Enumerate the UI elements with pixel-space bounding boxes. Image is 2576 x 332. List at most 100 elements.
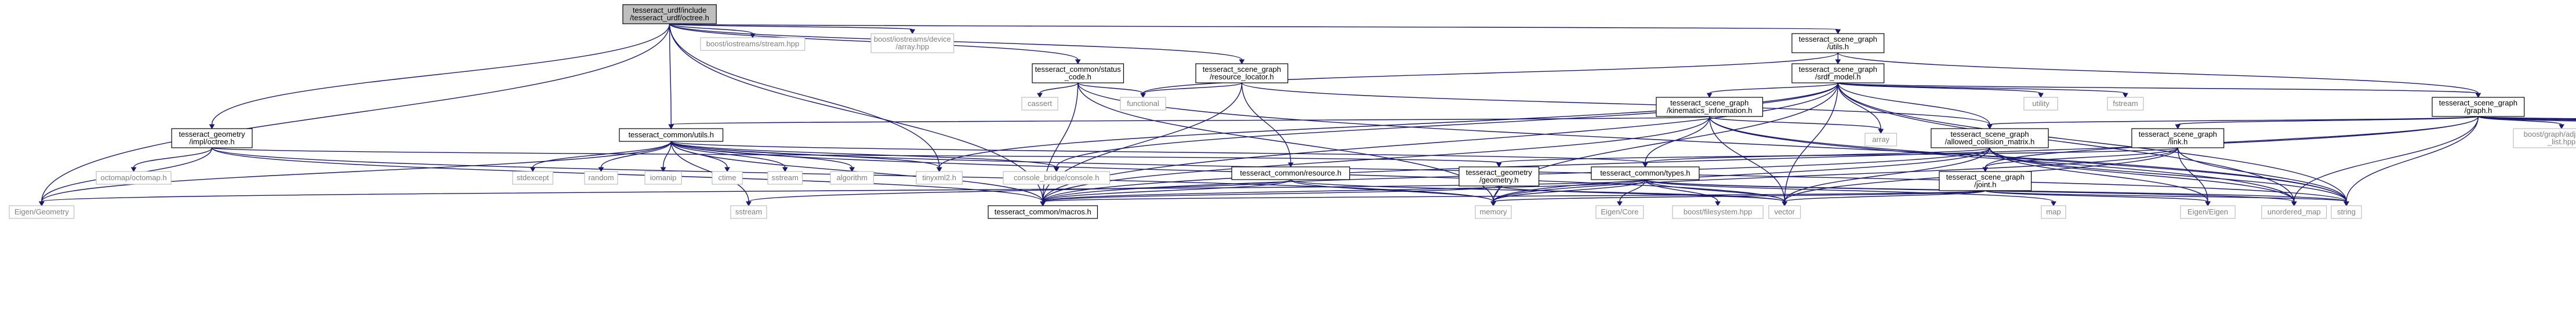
- edge-root-to-sg_utils: [669, 23, 1841, 35]
- edge-line: [1241, 82, 1291, 163]
- edge-resource_h-to-macros: [1040, 179, 1291, 207]
- node-label-line: random: [588, 173, 614, 182]
- edge-joint-to-eigen_eigen: [1984, 190, 2211, 207]
- edge-line: [1619, 179, 1646, 202]
- edge-line: [1837, 82, 2479, 94]
- node-label-line: vector: [1775, 207, 1795, 216]
- edge-line: [670, 116, 1710, 125]
- edge-graph-to-string: [2343, 116, 2479, 207]
- node-label-line: Eigen/Eigen: [2187, 207, 2228, 216]
- edge-arrowhead: [660, 167, 666, 173]
- node-label-line: tesseract_scene_graph: [1799, 35, 1877, 43]
- node-label-line: _list.hpp: [2547, 137, 2575, 146]
- edge-line: [2477, 116, 2562, 125]
- node-stdexcept: stdexcept: [512, 171, 554, 185]
- node-geom-octree[interactable]: tesseract_geometry/impl/octree.h: [171, 128, 253, 148]
- edge-common_types-to-eigen_geometry: [38, 179, 1646, 207]
- edge-line: [2346, 116, 2479, 202]
- node-box: [619, 128, 724, 142]
- edge-line: [1290, 179, 1785, 202]
- node-box: [2041, 205, 2066, 219]
- node-label-line: boost/filesystem.hpp: [1684, 207, 1753, 216]
- node-common-types[interactable]: tesseract_common/types.h: [1591, 166, 1700, 180]
- node-kinematics-info[interactable]: tesseract_scene_graph/kinematics_informa…: [1656, 97, 1764, 117]
- node-root[interactable]: tesseract_urdf/include/tesseract_urdf/oc…: [622, 4, 717, 24]
- node-joint[interactable]: tesseract_scene_graph/joint.h: [1939, 171, 2032, 191]
- node-label-line: octomap/octomap.h: [100, 173, 166, 182]
- node-macros[interactable]: tesseract_common/macros.h: [988, 205, 1098, 219]
- edge-line: [1056, 82, 1839, 168]
- node-label-line: cassert: [1028, 99, 1052, 108]
- edge-line: [670, 141, 786, 168]
- node-box: [1672, 205, 1764, 219]
- node-srdf-model[interactable]: tesseract_scene_graph/srdf_model.h: [1791, 63, 1885, 83]
- edge-resource_h-to-memory: [1290, 179, 1496, 207]
- edge-line: [2477, 116, 2576, 121]
- edge-arrowhead: [746, 201, 752, 207]
- edge-line: [1989, 147, 2208, 202]
- node-box: [1120, 97, 1166, 111]
- edge-graph-to-adjacency_list: [2477, 116, 2564, 130]
- node-console-bridge: console_bridge/console.h: [1003, 171, 1111, 185]
- node-boost-filesystem: boost/filesystem.hpp: [1672, 205, 1764, 219]
- edge-arrowhead: [1075, 59, 1081, 65]
- edge-line: [2177, 147, 2347, 202]
- node-graph[interactable]: tesseract_scene_graph/graph.h: [2432, 97, 2525, 117]
- node-label-line: tesseract_scene_graph: [1670, 98, 1748, 107]
- edge-srdf_model-to-acm: [1837, 82, 1993, 130]
- node-label-line: /link.h: [2168, 137, 2187, 146]
- node-link[interactable]: tesseract_scene_graph/link.h: [2131, 128, 2225, 148]
- node-label-line: tesseract_common/utils.h: [629, 130, 714, 139]
- node-box: [1931, 128, 2049, 148]
- edge-root-to-geom_octree: [209, 23, 670, 130]
- edge-line: [2294, 116, 2479, 202]
- node-eigen-eigen: Eigen/Eigen: [2180, 205, 2236, 219]
- edge-common_utils-to-iomanip: [660, 141, 672, 173]
- node-sstream-in: sstream: [767, 171, 803, 185]
- edge-arrowhead: [849, 167, 855, 173]
- node-acm[interactable]: tesseract_scene_graph/allowed_collision_…: [1931, 128, 2049, 148]
- node-box: [1021, 97, 1058, 111]
- edge-line: [1784, 147, 1990, 202]
- node-common-utils[interactable]: tesseract_common/utils.h: [619, 128, 724, 142]
- node-box: [171, 128, 253, 148]
- node-label-line: sstream: [772, 173, 799, 182]
- node-resource-locator[interactable]: tesseract_scene_graph/resource_locator.h: [1195, 63, 1289, 83]
- node-label-line: /geometry.h: [1479, 176, 1519, 184]
- node-box: [767, 171, 803, 185]
- node-label-line: tesseract_scene_graph: [1799, 65, 1877, 74]
- node-label-line: functional: [1127, 99, 1159, 108]
- edge-line: [1645, 179, 1718, 202]
- node-label-line: map: [2046, 207, 2060, 216]
- edge-status_code-to-cassert: [1037, 82, 1079, 98]
- node-label-line: utility: [2032, 99, 2049, 108]
- node-resource-h[interactable]: tesseract_common/resource.h: [1231, 166, 1350, 180]
- node-box: [870, 33, 955, 53]
- edge-line: [669, 23, 913, 30]
- edge-line: [1984, 147, 2179, 168]
- node-box: [1791, 63, 1885, 83]
- node-box: [700, 37, 806, 51]
- edge-geom_octree-to-octomap: [130, 147, 213, 173]
- node-box: [712, 171, 743, 185]
- node-label-line: boost/graph/adjacency: [2524, 130, 2576, 138]
- node-geometry-h[interactable]: tesseract_geometry/geometry.h: [1458, 166, 1540, 187]
- edge-arrowhead: [1835, 59, 1841, 65]
- edge-arrowhead: [1987, 124, 1993, 130]
- node-box: [1195, 63, 1289, 83]
- node-boost-array: boost/iostreams/device/array.hpp: [870, 33, 955, 53]
- edge-line: [1290, 179, 1494, 202]
- edge-arrowhead: [668, 124, 674, 130]
- node-label-line: ctime: [719, 173, 736, 182]
- edges-layer: [38, 23, 2576, 207]
- edge-resource_h-to-sstream: [746, 179, 1291, 207]
- node-status-code[interactable]: tesseract_common/status_code.h: [1032, 63, 1124, 83]
- edge-arrowhead: [2205, 201, 2211, 207]
- edge-graph-to-properties: [2477, 116, 2576, 122]
- edge-line: [1645, 179, 2054, 202]
- edge-arrowhead: [1490, 201, 1496, 207]
- edge-arrowhead: [1715, 201, 1721, 207]
- node-sg-utils[interactable]: tesseract_scene_graph/utils.h: [1791, 33, 1885, 53]
- node-box: [2513, 128, 2576, 148]
- node-sstream: sstream: [730, 205, 767, 219]
